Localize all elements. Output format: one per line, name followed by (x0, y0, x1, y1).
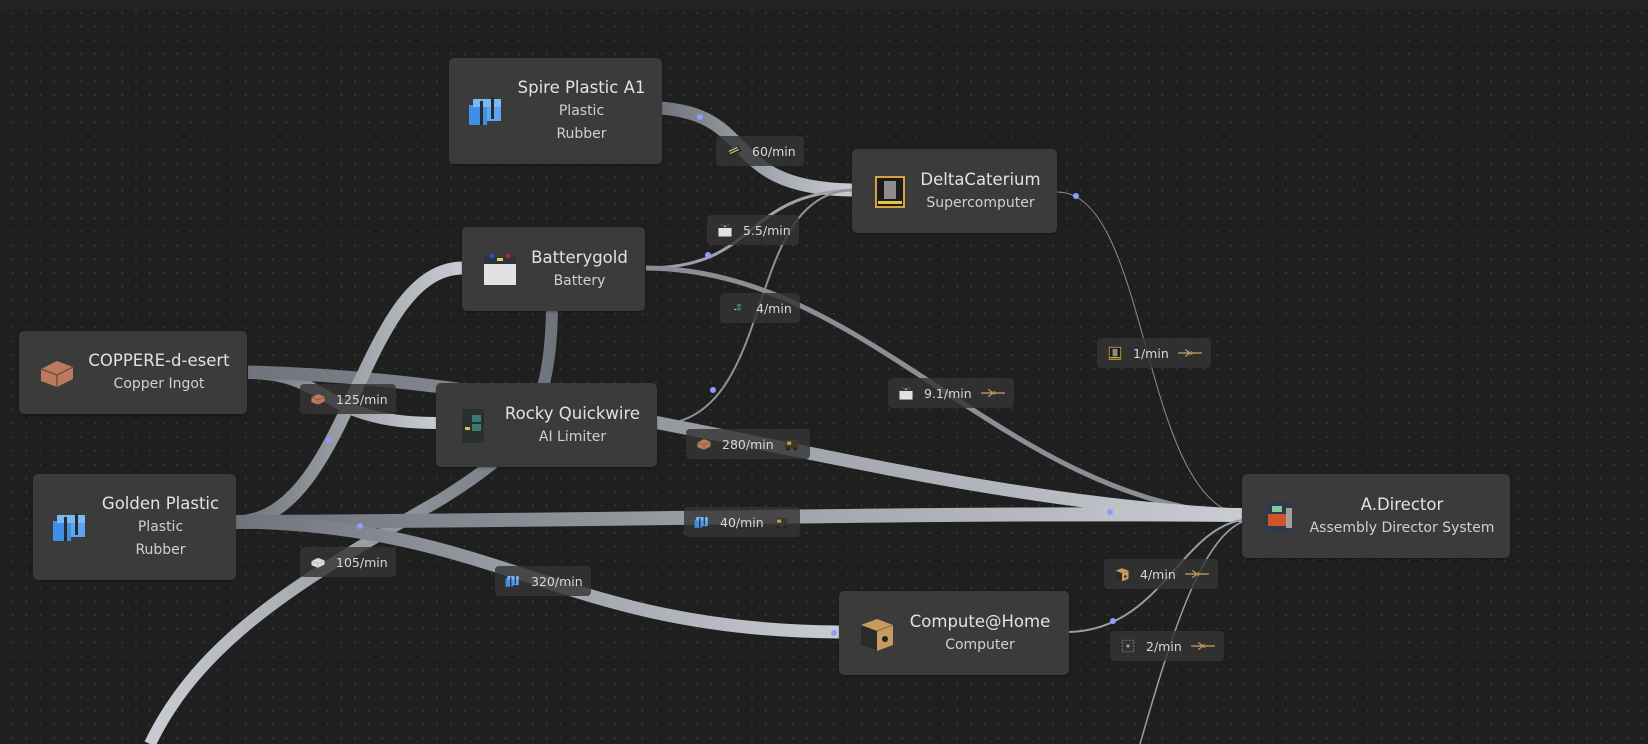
node-title: Golden Plastic (101, 494, 220, 513)
computer-icon (855, 611, 899, 655)
flow-rate: 4/min (1140, 566, 1176, 582)
flow-label[interactable]: 5.5/min (707, 215, 799, 245)
plastic-icon (692, 513, 712, 531)
flow-label[interactable]: 280/min (686, 429, 810, 459)
edge-offscreen-to-director[interactable] (1139, 521, 1243, 744)
node-subtitle: Plastic (137, 519, 184, 535)
node-subtitle: Battery (553, 272, 606, 289)
flow-rate: 1/min (1133, 345, 1169, 361)
plastic-icon (465, 89, 509, 133)
flow-rate: 320/min (531, 573, 583, 589)
connector-dot[interactable] (1107, 509, 1113, 515)
plastic-icon (503, 572, 523, 590)
flow-label[interactable]: 4/min (1104, 559, 1218, 589)
node-subtitle: Supercomputer (926, 194, 1035, 211)
rubber-icon (724, 142, 744, 160)
ai-limiter-icon (452, 403, 496, 447)
flow-label[interactable]: 9.1/min (888, 378, 1014, 408)
drone-icon (1184, 567, 1210, 581)
plastic-icon (49, 505, 93, 549)
copper-ingot-icon (308, 390, 328, 408)
copper-ingot-icon (694, 435, 714, 453)
copper-ingot-icon (35, 351, 79, 395)
flow-label[interactable]: 2/min (1110, 631, 1224, 661)
node-title: COPPERE-d-esert (88, 351, 230, 370)
battery-icon (478, 247, 522, 291)
flow-rate: 60/min (752, 143, 796, 159)
flow-rate: 280/min (722, 436, 774, 452)
node-subtitle: Rubber (556, 126, 607, 142)
connector-dot[interactable] (710, 387, 716, 393)
node-subtitle: Plastic (558, 103, 605, 119)
node-subtitle: Copper Ingot (113, 376, 205, 392)
flow-label[interactable]: 60/min (716, 136, 804, 166)
truck-icon (782, 435, 802, 453)
top-bar (0, 0, 1648, 10)
node-title: Spire Plastic A1 (517, 78, 646, 97)
node-subtitle: Computer (945, 636, 1015, 653)
supercomputer-icon (1105, 344, 1125, 362)
battery-icon (715, 221, 735, 239)
node-subtitle: AI Limiter (538, 428, 607, 445)
unknown-item-icon (1118, 637, 1138, 655)
connector-dot[interactable] (1073, 193, 1079, 199)
assembly-director-icon (1258, 494, 1302, 538)
connector-dot[interactable] (326, 437, 332, 443)
drone-icon (980, 386, 1006, 400)
node-title: DeltaCaterium (920, 169, 1041, 189)
connector-dot[interactable] (831, 630, 837, 636)
steel-ingot-icon (308, 553, 328, 571)
connector-dot[interactable] (357, 523, 363, 529)
drone-icon (1190, 639, 1216, 653)
battery-icon (896, 384, 916, 402)
flow-label[interactable]: 4/min (720, 293, 800, 323)
node-title: Batterygold (531, 247, 628, 267)
computer-icon (1112, 565, 1132, 583)
connector-dot[interactable] (705, 252, 711, 258)
node-subtitle: Rubber (135, 542, 186, 558)
drone-icon (1177, 346, 1203, 360)
flow-label[interactable]: 105/min (300, 547, 396, 577)
connector-dot[interactable] (697, 114, 703, 120)
flow-label[interactable]: 320/min (495, 566, 591, 596)
flow-label[interactable]: 1/min (1097, 338, 1211, 368)
supercomputer-icon (868, 169, 912, 213)
truck-icon (772, 513, 792, 531)
flow-rate: 9.1/min (924, 385, 972, 401)
node-title: A.Director (1360, 494, 1444, 514)
flow-rate: 40/min (720, 514, 764, 530)
flow-rate: 125/min (336, 391, 388, 407)
flow-label[interactable]: 40/min (684, 507, 800, 537)
flow-label[interactable]: 125/min (300, 384, 396, 414)
flow-rate: 2/min (1146, 638, 1182, 654)
node-title: Compute@Home (909, 611, 1051, 631)
ai-limiter-icon (728, 299, 748, 317)
node-rocky-quickwire[interactable]: Rocky Quickwire AI Limiter (436, 383, 657, 467)
flow-rate: 5.5/min (743, 222, 791, 238)
flow-rate: 105/min (336, 554, 388, 570)
node-subtitle: Assembly Director System (1309, 519, 1495, 536)
connector-dot[interactable] (1110, 618, 1116, 624)
node-title: Rocky Quickwire (504, 403, 641, 423)
flow-rate: 4/min (756, 300, 792, 316)
